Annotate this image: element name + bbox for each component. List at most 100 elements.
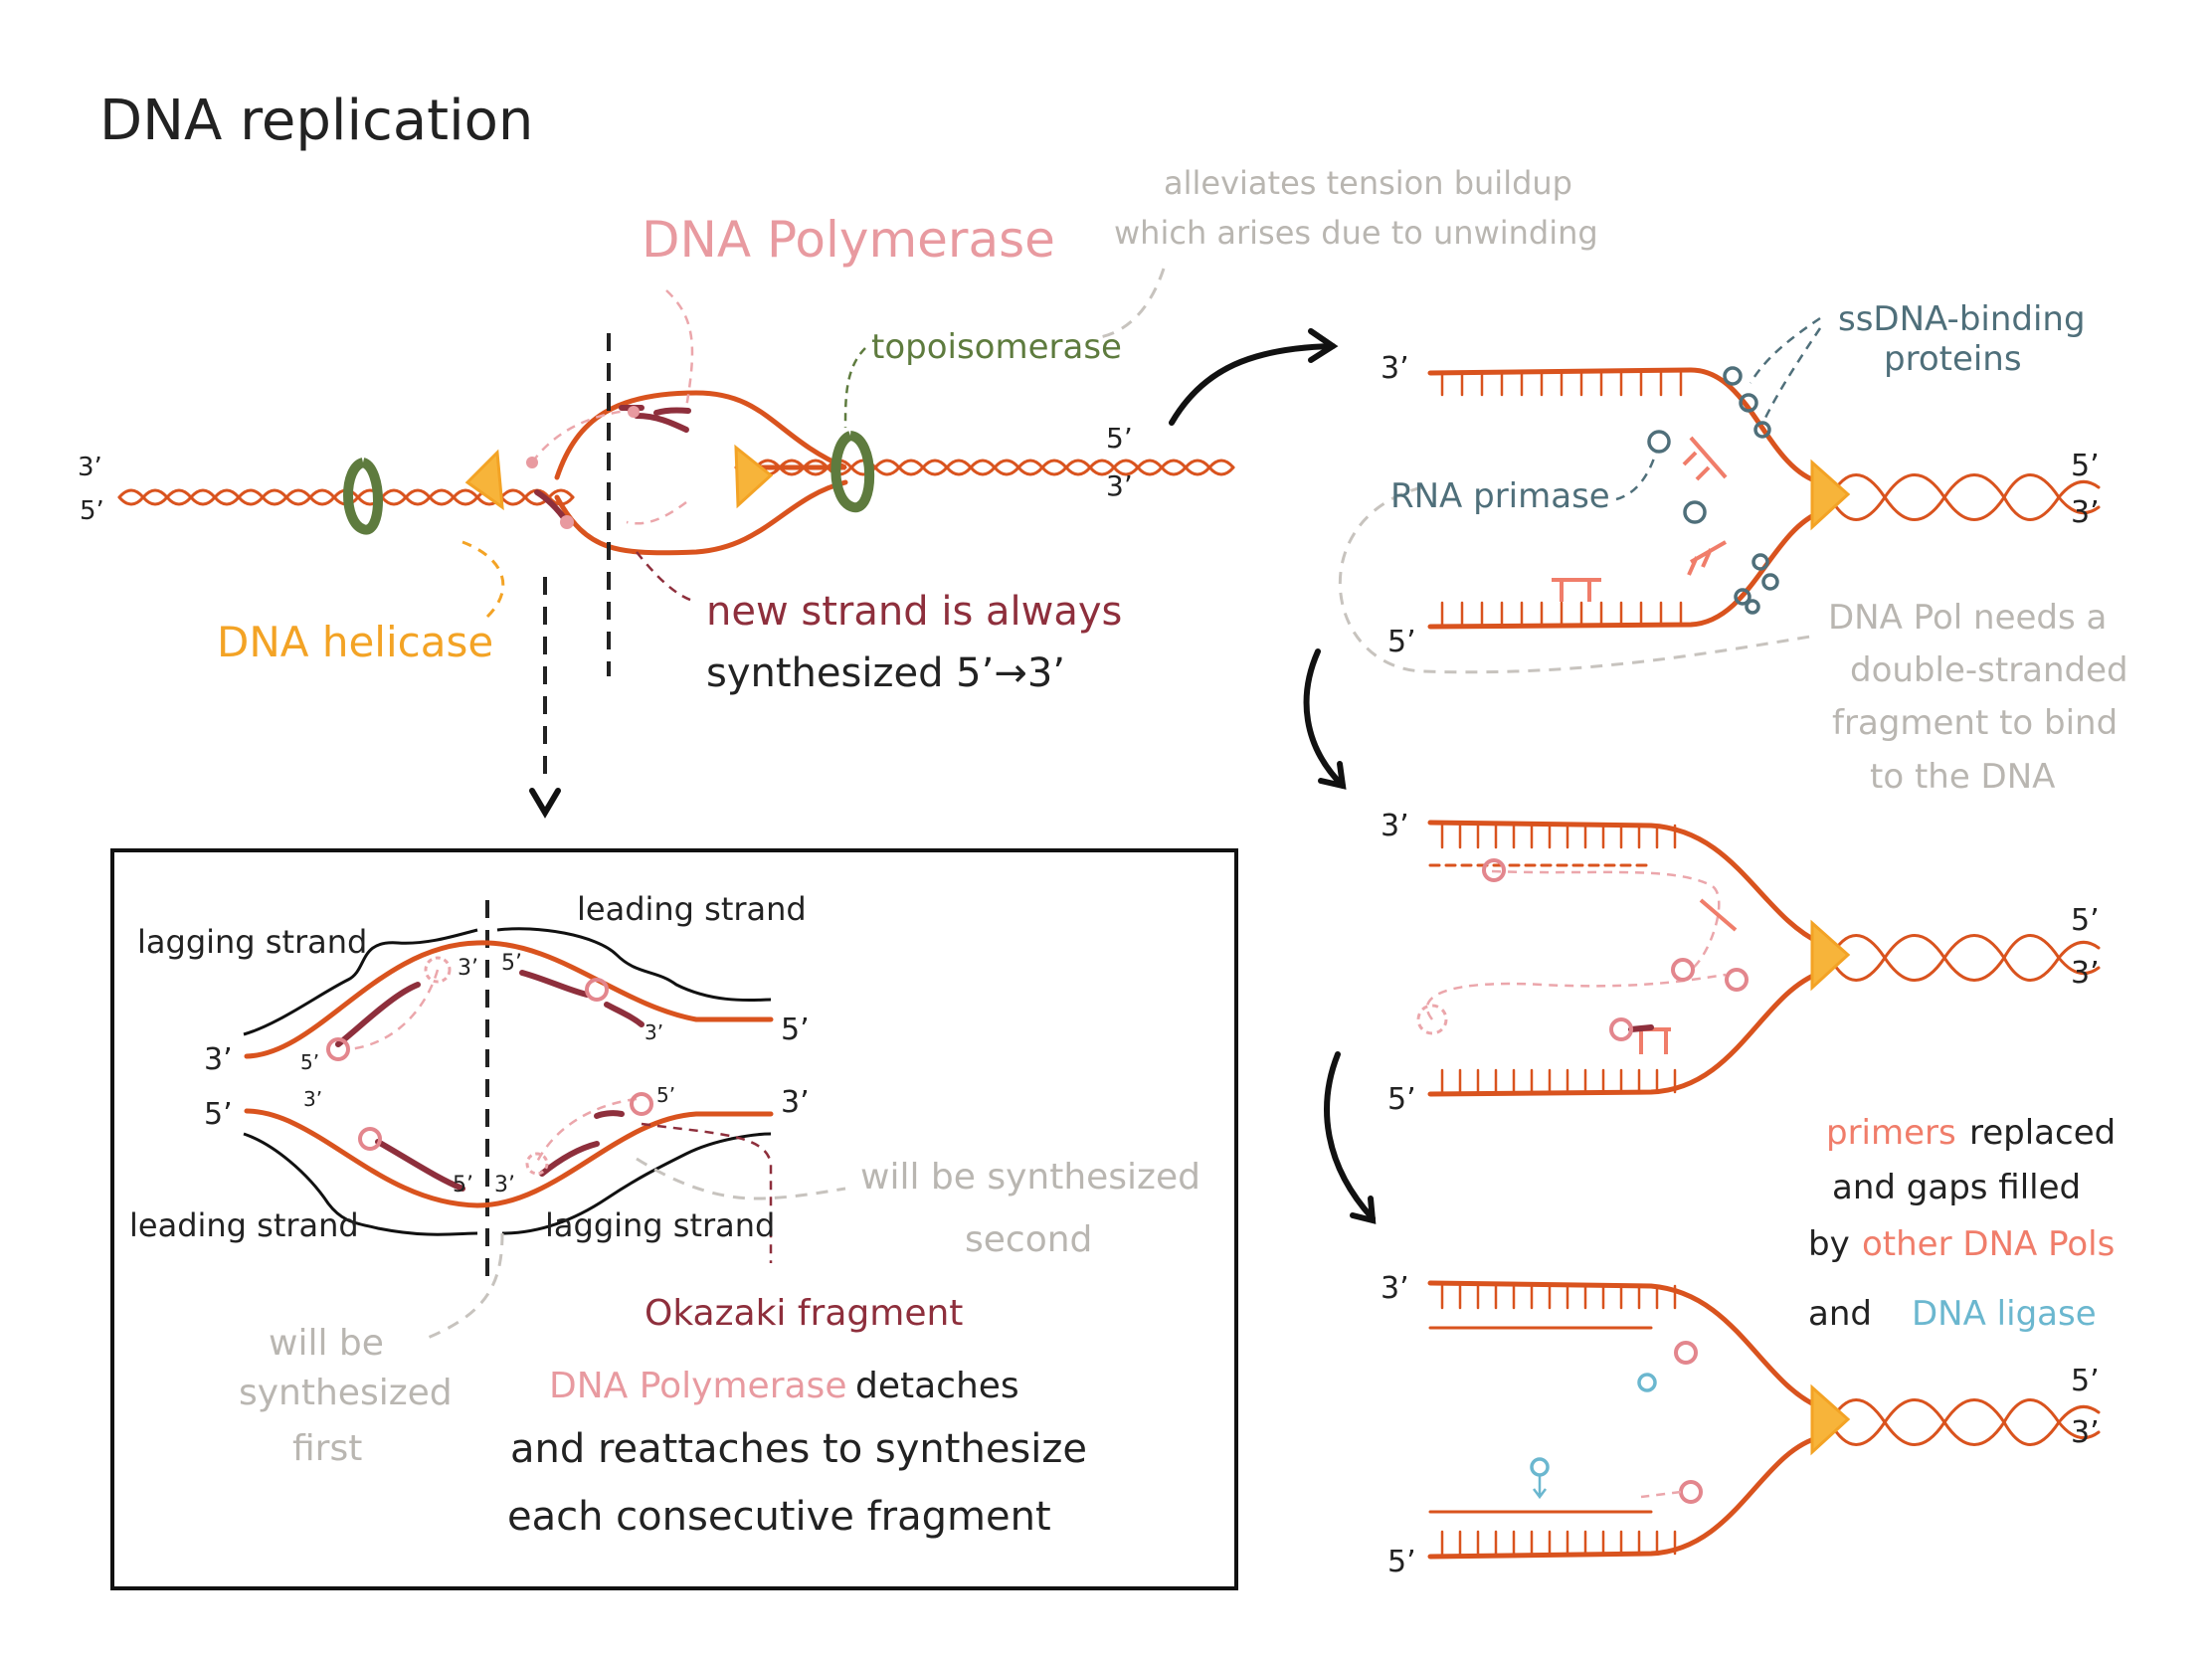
- dna-helicase-label: DNA helicase: [217, 618, 493, 666]
- topoisomerase-ring-icon: [343, 458, 383, 535]
- fork2-helix-b: [1828, 934, 2101, 982]
- dna-pol-needs-line1: DNA Pol needs a: [1828, 598, 2107, 638]
- bubble-bottom-strand: [554, 479, 848, 556]
- fork2-top-strand: [1427, 820, 1823, 946]
- flow-arrow-2: [1303, 648, 1346, 789]
- bubble-top-strand: [554, 390, 846, 480]
- fork1-bottom-strand: [1427, 509, 1823, 630]
- helicase-triangle-icon: [734, 444, 774, 509]
- right-helix-strand-b: [754, 459, 1235, 476]
- lagging-brace-bottom: [501, 1132, 772, 1235]
- inset-figure: [243, 900, 846, 1340]
- topoisomerase-label: topoisomerase: [871, 327, 1122, 367]
- ssb-protein-icon: [1734, 588, 1751, 606]
- will-be-first-line3: first: [292, 1428, 362, 1469]
- overview-figure: [117, 268, 1235, 819]
- ssb-pointer-2: [1763, 327, 1822, 419]
- inset-mid-3prime-bottom: 3’: [494, 1173, 515, 1198]
- fork2-bottom-5prime: 5’: [1387, 1082, 1416, 1117]
- helicase-triangle-icon: [1810, 1383, 1851, 1456]
- inset-bottom-left-5prime: 5’: [204, 1097, 233, 1132]
- ssb-protein-icon: [1739, 393, 1758, 413]
- primase-circle-icon: [1683, 500, 1707, 524]
- polymerase-circle-icon: [526, 457, 538, 468]
- fork1-right-3prime: 3’: [2071, 495, 2100, 530]
- topo-note-line2: which arises due to unwinding: [1114, 214, 1598, 252]
- flow-arrow-3: [1324, 1051, 1376, 1221]
- polymerase-ghost-icon: [424, 956, 452, 984]
- inset-pol-path-bottom: [535, 1097, 638, 1163]
- inset-top-left-3prime: 3’: [204, 1042, 233, 1077]
- right-end-3prime: 3’: [1106, 469, 1133, 502]
- polymerase-circle-icon: [1679, 1480, 1703, 1504]
- fork1-bottom-ticks: [1440, 601, 1683, 627]
- topo-note-pointer: [1093, 268, 1166, 340]
- page-title: DNA replication: [99, 89, 533, 153]
- ssb-protein-icon: [1753, 421, 1771, 439]
- inset-pol-path-top: [347, 969, 440, 1051]
- topoisomerase-ring-icon: [830, 431, 875, 513]
- primase-pointer: [1615, 452, 1658, 501]
- reattaches-line: and reattaches to synthesize: [510, 1426, 1087, 1472]
- inset-lead-3prime: 3’: [645, 1020, 663, 1044]
- dna-pol-needs-line2: double-stranded: [1850, 650, 2128, 690]
- replaced-word: replaced: [1969, 1113, 2116, 1153]
- inset-mid-5prime-top: 5’: [501, 951, 522, 976]
- helicase-pointer: [461, 540, 505, 619]
- ligase-circle-icon: [1637, 1373, 1657, 1392]
- lagging-brace-top: [243, 928, 478, 1036]
- inset-new-strand-top-right: [519, 970, 590, 998]
- fork3-right-3prime: 3’: [2071, 1415, 2100, 1450]
- detaches-word: detaches: [855, 1366, 1019, 1406]
- inset-new-strand-bottom-left: [375, 1139, 465, 1192]
- flow-arrow-1-head: [1308, 328, 1339, 363]
- flow-arrow-1: [1169, 343, 1336, 426]
- fork2-right-5prime: 5’: [2071, 903, 2100, 938]
- inset-lag-5prime: 5’: [300, 1050, 319, 1074]
- polymerase-circle-icon: [628, 406, 640, 418]
- polymerase-circle-icon: [326, 1037, 350, 1061]
- by-word: by: [1808, 1224, 1850, 1264]
- inset-leading-bottom: leading strand: [129, 1206, 359, 1244]
- fork2-bottom-strand: [1427, 970, 1823, 1097]
- bubble-new-strand-bottom: [626, 500, 687, 525]
- leading-brace-bottom: [243, 1132, 478, 1236]
- inset-mid-5prime-bottom: 5’: [453, 1173, 473, 1198]
- fork1-top-3prime: 3’: [1381, 351, 1409, 386]
- fork2-new-strand: [1628, 1024, 1654, 1032]
- polymerase-pointer: [665, 289, 694, 409]
- fork2-pol-path-bottom: [1425, 973, 1727, 1020]
- fork3-top-strand: [1427, 1280, 1823, 1410]
- fork3-top-ticks: [1440, 1284, 1677, 1310]
- polymerase-ghost-icon: [1416, 1004, 1448, 1035]
- ligase-pointer: [1533, 1475, 1547, 1500]
- primer-segment: [1552, 578, 1601, 602]
- okazaki-fragment-label: Okazaki fragment: [645, 1293, 963, 1334]
- inset-top-right-5prime: 5’: [781, 1013, 810, 1047]
- inset-leading-top: leading strand: [577, 890, 807, 928]
- dna-ligase-label: DNA ligase: [1912, 1294, 2097, 1334]
- inset-new-strand-bottom-right-2: [594, 1110, 625, 1119]
- fork-stage-2: [1416, 820, 2101, 1097]
- okazaki-pointer: [641, 1122, 773, 1263]
- and-gaps-filled: and gaps filled: [1832, 1168, 2081, 1207]
- inset-box: [110, 848, 1238, 1590]
- fork3-right-5prime: 5’: [2071, 1364, 2100, 1398]
- inset-new-strand-top-right-2: [604, 1002, 645, 1027]
- ssb-protein-icon: [1761, 573, 1779, 591]
- polymerase-circle-icon: [585, 978, 609, 1002]
- fork1-helix-b: [1828, 473, 2101, 521]
- consecutive-line: each consecutive fragment: [507, 1494, 1051, 1540]
- ssb-protein-icon: [1751, 553, 1769, 571]
- left-end-5prime: 5’: [80, 496, 104, 526]
- detaches-polymerase: DNA Polymerase: [549, 1366, 846, 1406]
- dna-pol-needs-line3: fragment to bind: [1832, 703, 2118, 743]
- inset-lagging-bottom: lagging strand: [545, 1206, 775, 1244]
- other-dna-pols: other DNA Pols: [1862, 1224, 2115, 1264]
- ssdna-binding-line1: ssDNA-binding: [1838, 299, 2086, 339]
- polymerase-circle-icon: [1671, 958, 1695, 982]
- ssb-pointer: [1749, 316, 1821, 384]
- inset-new-strand-bottom-right: [539, 1141, 600, 1177]
